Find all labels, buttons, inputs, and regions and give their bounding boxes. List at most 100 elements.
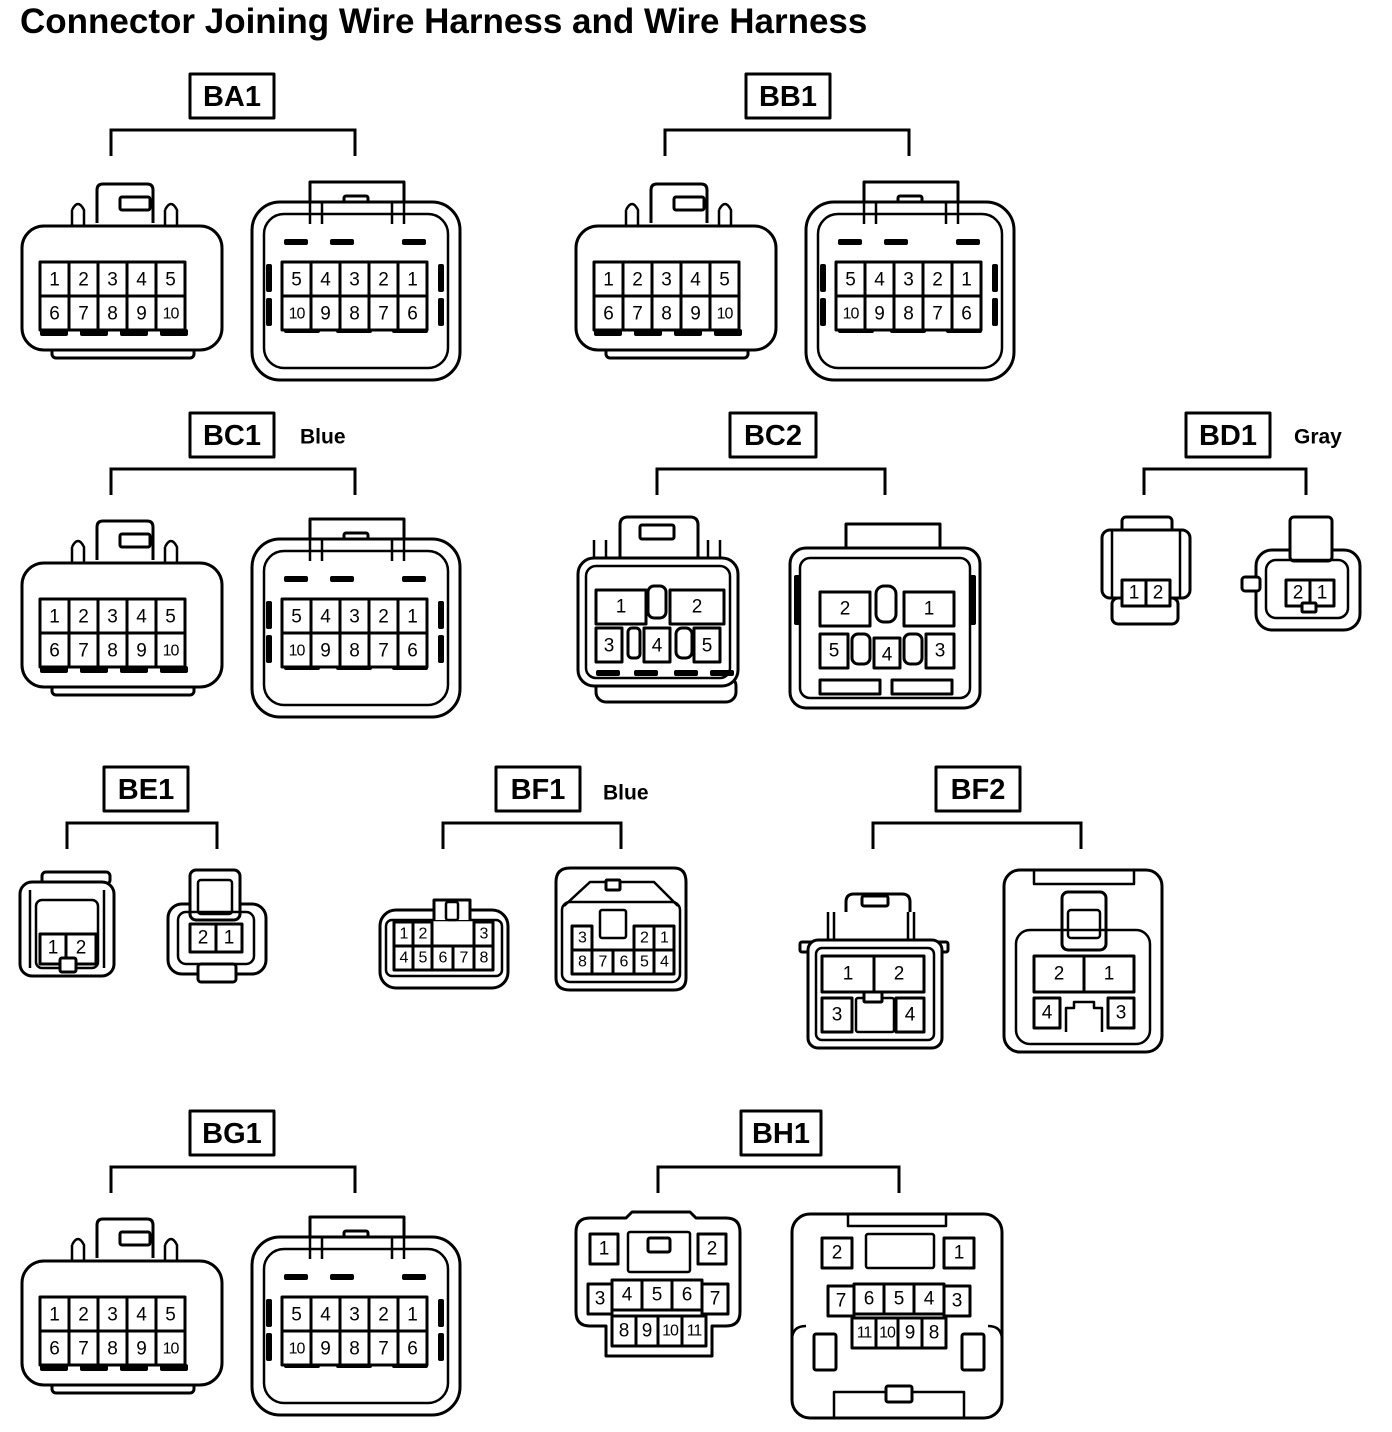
connector-inner [816, 212, 1004, 370]
pin-cavity [708, 260, 741, 298]
pin-cavity [280, 1329, 313, 1367]
pin-number: 1 [599, 1239, 610, 1260]
pin-number: 9 [874, 304, 885, 325]
lock-housing [188, 868, 242, 922]
pin-number: 1 [224, 928, 235, 949]
keyway [646, 584, 668, 620]
pin-cavity [708, 294, 741, 332]
pin-number: 3 [935, 641, 946, 662]
pin-number: 3 [578, 930, 587, 947]
pin-number: 7 [460, 950, 469, 967]
pin-number: 2 [632, 270, 643, 291]
pin-number: 1 [603, 270, 614, 291]
pin-cavity [309, 1329, 342, 1367]
pin-number: 6 [49, 304, 60, 325]
pin-number: 1 [49, 1305, 60, 1326]
pin-cavity [640, 1278, 674, 1312]
label-bracket [109, 467, 357, 495]
latch-slot [266, 264, 272, 292]
pin-cavity [924, 632, 956, 670]
pin-number: 10 [662, 1323, 679, 1340]
pin-number: 10 [289, 306, 306, 323]
connector-inner [1014, 928, 1152, 1046]
pin-number: 4 [320, 270, 331, 291]
pin-number: 1 [407, 607, 418, 628]
pin-number: 4 [874, 270, 885, 291]
pin-number: 4 [136, 1305, 147, 1326]
latch-slot [438, 601, 444, 629]
pin-number: 5 [702, 636, 713, 657]
pin-number: 4 [882, 645, 893, 666]
pin-number: 3 [107, 607, 118, 628]
pin-number: 2 [378, 270, 389, 291]
lock-housing [1060, 890, 1108, 952]
pin-number: 2 [378, 607, 389, 628]
pin-number: 6 [603, 304, 614, 325]
pin-cavity [396, 1329, 429, 1367]
pin-cavity [154, 1329, 187, 1367]
connector-rim [846, 1214, 948, 1228]
pin-number: 7 [710, 1289, 721, 1310]
label-box [934, 765, 1022, 813]
pin-number: 5 [419, 950, 428, 967]
pin-cavity [896, 1316, 924, 1350]
label-bracket [871, 821, 1083, 849]
connector-rim [1032, 870, 1136, 886]
pin-number: 8 [903, 304, 914, 325]
label-bracket [663, 128, 911, 156]
pin-number: 3 [107, 1305, 118, 1326]
label-bracket [109, 128, 357, 156]
pin-cavity [367, 294, 400, 332]
pin-number: 3 [349, 607, 360, 628]
pin-number: 10 [289, 1341, 306, 1358]
pin-number: 10 [879, 1325, 896, 1342]
pin-number: 4 [320, 607, 331, 628]
pin-cavity [680, 1314, 708, 1348]
pin-number: 7 [78, 1339, 89, 1360]
latch-slot [266, 601, 272, 629]
latch-slot [890, 678, 954, 696]
pin-number: 7 [632, 304, 643, 325]
pin-number: 2 [707, 1239, 718, 1260]
label-box [739, 1109, 823, 1157]
latch-slot [438, 1299, 444, 1327]
connector-color: Gray [1294, 426, 1342, 449]
pin-cavity [668, 588, 726, 626]
connector-code: BA1 [203, 81, 261, 113]
pin-number: 1 [1104, 964, 1115, 985]
pin-number: 6 [620, 954, 629, 971]
pin-cavity [1144, 578, 1172, 608]
side-tab [1240, 575, 1262, 593]
pin-cavity [920, 1316, 948, 1350]
pin-number: 2 [78, 1305, 89, 1326]
pin-cavity [902, 590, 956, 628]
pin-number: 2 [832, 1243, 843, 1264]
keyway [1064, 1000, 1104, 1032]
pin-cavity [280, 631, 313, 669]
pin-number: 4 [660, 954, 669, 971]
label-box [494, 765, 582, 813]
pin-cavity [818, 632, 850, 670]
pin-number: 5 [291, 1305, 302, 1326]
pin-cavity [950, 294, 983, 332]
pin-cavity [396, 631, 429, 669]
pin-number: 10 [163, 643, 180, 660]
label-box [188, 411, 276, 459]
latch-slot [330, 576, 354, 582]
pin-cavity [67, 1329, 100, 1367]
pin-number: 7 [378, 1339, 389, 1360]
lock-tab [646, 1236, 672, 1254]
pin-number: 6 [407, 304, 418, 325]
label-bracket [656, 1165, 901, 1193]
pin-cavity [1032, 996, 1062, 1030]
guide-rib [862, 202, 960, 224]
latch-slot [330, 239, 354, 245]
